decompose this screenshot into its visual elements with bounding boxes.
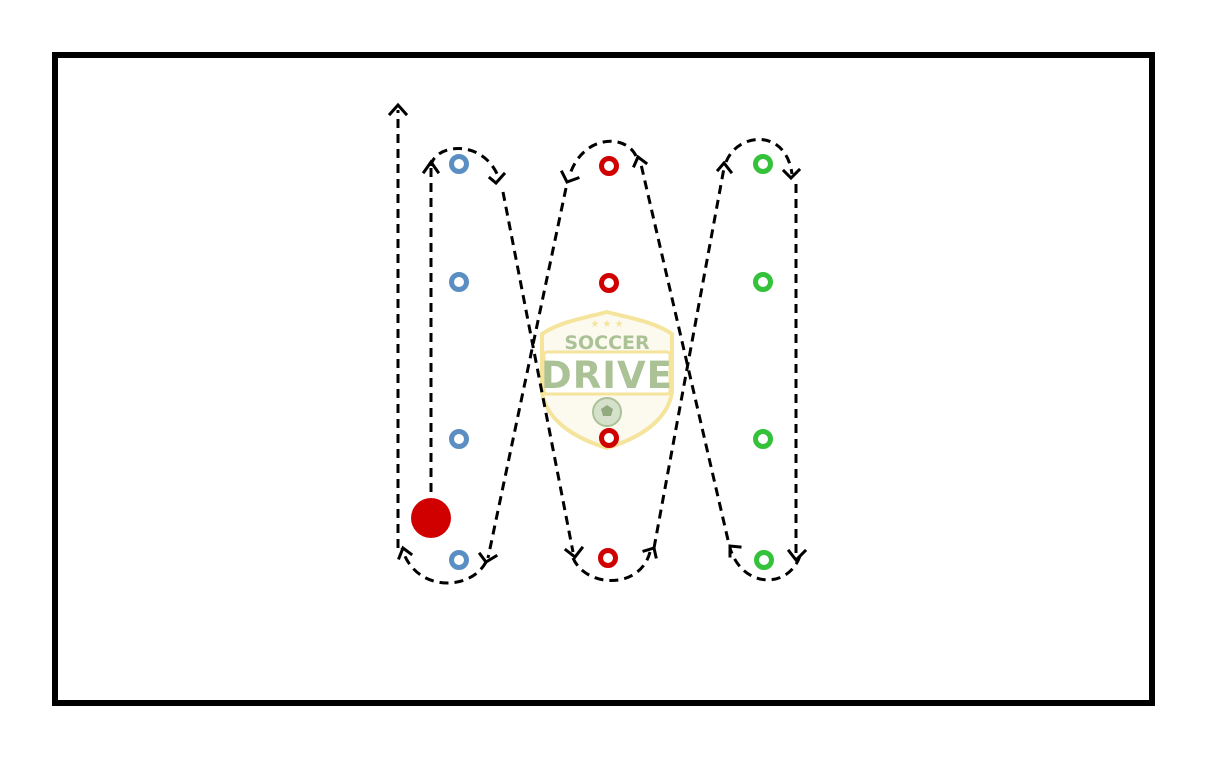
arrowhead-blue-bottom-up	[397, 545, 414, 560]
ball	[411, 498, 451, 538]
green-cone-column	[753, 154, 774, 570]
route-red-bottom-turn	[571, 551, 652, 582]
route-diagonal-4-down	[486, 187, 568, 559]
green-cone	[753, 272, 773, 292]
green-cone	[753, 154, 773, 174]
arrowhead-diag1-bottom	[563, 545, 585, 560]
watermark-line1: SOCCER	[564, 332, 650, 354]
arrowhead-diag4-bottom	[477, 551, 499, 564]
red-cone	[599, 428, 619, 448]
arrowhead-diag2-top	[715, 160, 734, 175]
watermark-ball-patch	[601, 405, 613, 416]
route-diagonal-3-up	[638, 159, 730, 541]
red-cone	[598, 548, 618, 568]
route-arrowheads	[387, 102, 808, 564]
arrowhead-green-down-bottom	[786, 548, 808, 563]
route-green-top-turn	[724, 138, 794, 175]
green-cone	[754, 550, 774, 570]
arrowhead-diag3-top	[632, 154, 649, 168]
red-cone-column	[598, 156, 619, 568]
blue-cone	[449, 272, 469, 292]
green-cone	[753, 429, 773, 449]
watermark-banner	[542, 350, 672, 396]
route-red-top-turn	[568, 139, 638, 175]
route-green-bottom-turn	[728, 547, 802, 582]
blue-cone-column	[449, 154, 469, 570]
red-cone	[599, 156, 619, 176]
route-diagonal-2-up	[652, 167, 726, 549]
arrowhead-red-bottom-up	[642, 546, 658, 559]
arrowhead-green-bottom-up	[728, 544, 742, 558]
route-blue-bottom-turn	[400, 547, 488, 585]
blue-cone	[449, 550, 469, 570]
blue-cone	[449, 429, 469, 449]
arrowhead-green-top-down	[781, 167, 802, 181]
soccer-drive-watermark-logo: ★ ★ ★ SOCCER DRIVE	[540, 309, 674, 451]
route-diagonal-1-down	[501, 191, 575, 553]
route-blue-top-turn	[429, 147, 500, 177]
watermark-line2: DRIVE	[541, 354, 673, 397]
watermark-stars: ★ ★ ★	[590, 319, 623, 330]
red-cone	[599, 273, 619, 293]
arrowhead-blue-top-down	[487, 171, 507, 186]
arrowhead-red-top-down	[559, 169, 580, 184]
blue-cone	[449, 154, 469, 174]
arrowhead-start-up	[421, 159, 441, 175]
arrowhead-finish-top	[387, 102, 409, 117]
dribble-route	[396, 110, 802, 585]
